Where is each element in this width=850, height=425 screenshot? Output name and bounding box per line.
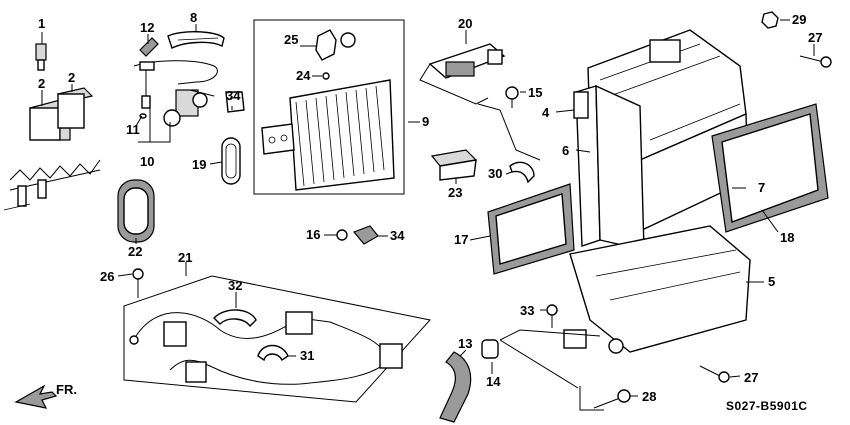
callout-9: 9 [422,114,429,129]
relay-part [28,87,94,141]
leader-lines [41,19,815,411]
callout-labels: 1 2 2 12 8 25 24 20 15 29 27 4 9 11 10 3… [38,10,822,413]
callout-22: 22 [128,244,142,259]
thermostat-sensor-part [133,60,218,109]
grommet-small-part [225,91,245,113]
blower-housing-part [575,84,645,251]
callout-31: 31 [300,348,314,363]
callout-17: 17 [454,232,468,247]
connector-bracket-part [430,149,478,181]
amplifier-part [419,43,541,161]
diagram-code: S027-B5901C [726,399,808,413]
bolt-lower-part [593,389,631,409]
valve-cap-part [315,29,356,80]
clip-part [139,37,159,57]
callout-2b: 2 [68,70,75,85]
callout-4: 4 [542,105,550,120]
callout-34a: 34 [226,88,241,103]
screw-harness-part [132,268,144,298]
callout-11: 11 [126,122,140,137]
seal-ring-part [221,137,241,185]
harness-grommet-part [257,344,289,362]
callout-20: 20 [458,16,472,31]
callout-10: 10 [140,154,154,169]
callout-24: 24 [296,68,311,83]
cover-plate-part [573,91,589,119]
callout-5: 5 [768,274,775,289]
bolt-upper-part [799,55,832,68]
callout-6: 6 [562,143,569,158]
wire-harness-part [123,275,431,403]
bolt-side-part [699,365,730,383]
callout-2a: 2 [38,76,45,91]
clip-ring-part [509,161,535,184]
seal-small-part [487,183,575,275]
drain-hose-part [439,351,472,423]
evaporator-part [253,19,405,195]
screw-part [505,86,519,108]
screw-lower-part [546,304,558,328]
callout-34b: 34 [390,228,405,243]
callout-1: 1 [38,16,45,31]
callout-16: 16 [306,227,320,242]
grommet-large-part [117,179,155,243]
clip-small-part [336,225,379,245]
harness-clip-part [213,309,257,328]
callout-30: 30 [488,166,502,181]
callout-19: 19 [192,157,206,172]
callout-32: 32 [228,278,242,293]
nut-part [761,11,779,29]
callout-7: 7 [758,180,765,195]
lower-case-part [563,225,751,354]
callout-26: 26 [100,269,114,284]
callout-14: 14 [486,374,501,389]
seal-frame-part [711,103,829,233]
callout-28: 28 [642,389,656,404]
callout-27b: 27 [744,370,758,385]
direction-label: FR. [56,382,77,397]
callout-13: 13 [458,336,472,351]
gasket-strip-part [167,31,225,49]
callout-18: 18 [780,230,794,245]
relay-connector-part [35,43,47,71]
callout-29: 29 [792,12,806,27]
callout-15: 15 [528,85,542,100]
callout-33: 33 [520,303,534,318]
callout-12: 12 [140,20,154,35]
relay-bracket-part [3,159,101,211]
direction-arrow [14,384,58,409]
callout-27a: 27 [808,30,822,45]
callout-25: 25 [284,32,298,47]
callout-23: 23 [448,185,462,200]
expansion-valve-part [163,89,215,127]
callout-8: 8 [190,10,197,25]
grommet-hose-part [481,339,499,359]
callout-21: 21 [178,250,192,265]
